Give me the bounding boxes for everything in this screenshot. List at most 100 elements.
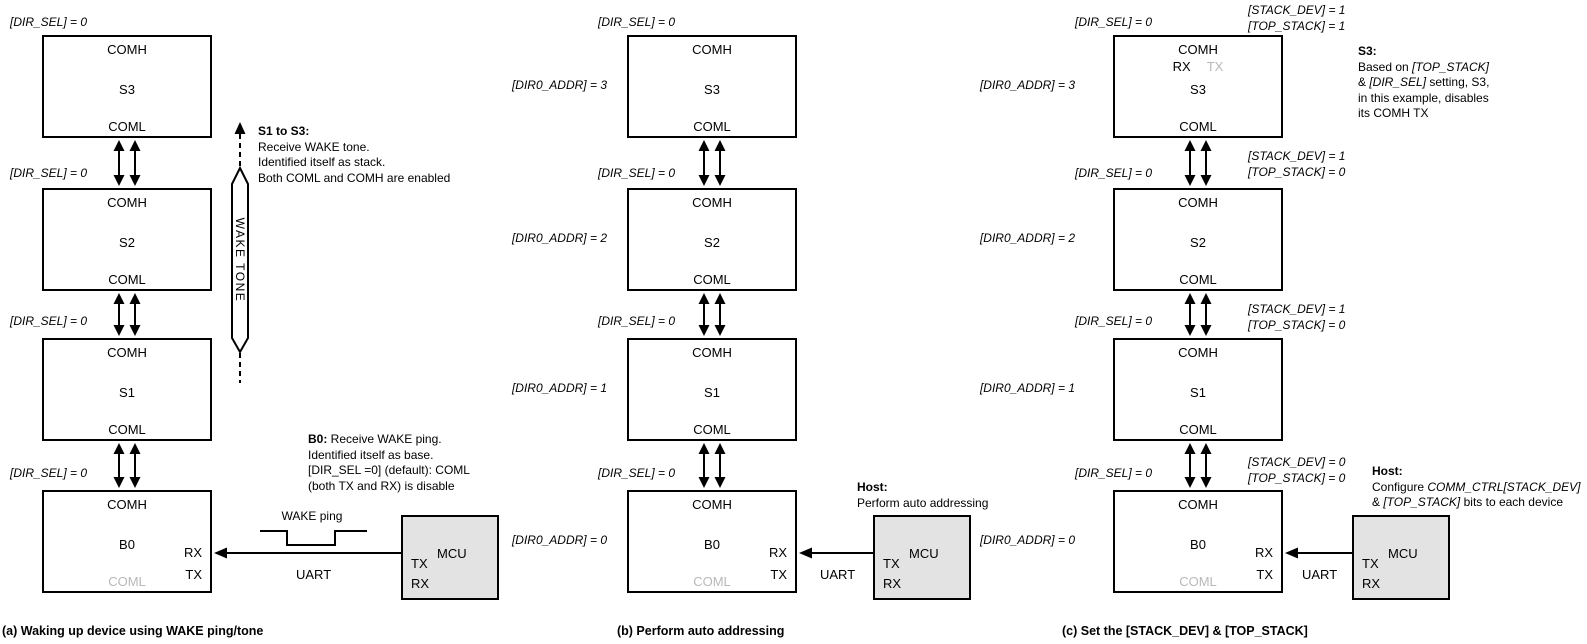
comh-port-label: COMH bbox=[107, 195, 147, 210]
mcu-tx-port-label: TX bbox=[1362, 556, 1379, 571]
note-text: & bbox=[1358, 75, 1370, 89]
device-box-b0: COMH B0 RX TX COML bbox=[42, 490, 212, 593]
mcu-box: MCU TX RX bbox=[1352, 515, 1450, 600]
dir-sel-label: [DIR_SEL] = 0 bbox=[598, 314, 676, 328]
arrowhead-down bbox=[714, 477, 726, 488]
note-text: & bbox=[1372, 495, 1384, 509]
dir0-addr-label: [DIR0_ADDR] = 0 bbox=[511, 533, 607, 547]
comh-port-label: COMH bbox=[692, 345, 732, 360]
arrowhead-down bbox=[698, 325, 710, 336]
stack-dev-top-stack-label: [STACK_DEV] = 1 [TOP_STACK] = 0 bbox=[1248, 148, 1345, 180]
device-name: S1 bbox=[119, 385, 135, 400]
arrowhead-down bbox=[1200, 477, 1212, 488]
device-name: S1 bbox=[1190, 385, 1206, 400]
arrowhead-up bbox=[1184, 140, 1196, 151]
rx-port-label: RX bbox=[1172, 59, 1191, 74]
note-register: COMM_CTRL[STACK_DEV] bbox=[1427, 479, 1581, 494]
note-line: B0: Receive WAKE ping. bbox=[308, 432, 470, 448]
arrowhead-up bbox=[698, 293, 710, 304]
note-line: Both COML and COMH are enabled bbox=[258, 170, 451, 185]
wake-tone-arrowhead-up bbox=[234, 122, 246, 134]
note-lead: B0: bbox=[308, 432, 328, 446]
dir-sel-label: [DIR_SEL] = 0 bbox=[10, 314, 88, 328]
note-line: S1 to S3: bbox=[258, 124, 450, 140]
top-stack-line: [TOP_STACK] = 0 bbox=[1248, 318, 1346, 332]
arrowhead-up bbox=[1200, 443, 1212, 454]
uart-label: UART bbox=[1302, 567, 1338, 582]
arrowhead-down bbox=[714, 175, 726, 186]
dir0-addr-label: [DIR0_ADDR] = 3 bbox=[979, 78, 1075, 92]
tx-port-label: TX bbox=[185, 567, 202, 582]
comh-port-label: COMH bbox=[692, 497, 732, 512]
coml-port-label: COML bbox=[1179, 119, 1217, 134]
coml-port-label-disabled: COML bbox=[1179, 574, 1217, 589]
mcu-tx-port-label: TX bbox=[411, 556, 428, 571]
dir0-addr-label: [DIR0_ADDR] = 3 bbox=[511, 78, 607, 92]
dir-sel-label: [DIR_SEL] = 0 bbox=[598, 466, 676, 480]
comh-port-label: COMH bbox=[1178, 345, 1218, 360]
comh-port-label: COMH bbox=[1178, 195, 1218, 210]
wake-ping-waveform bbox=[260, 530, 367, 546]
stack-dev-line: [STACK_DEV] = 1 bbox=[1248, 302, 1346, 316]
comh-port-label: COMH bbox=[107, 345, 147, 360]
comh-port-label: COMH bbox=[107, 42, 147, 57]
note-text: Receive WAKE ping. bbox=[327, 432, 442, 446]
arrowhead-up bbox=[129, 443, 141, 454]
comh-port-label: COMH bbox=[692, 195, 732, 210]
device-name: S2 bbox=[1190, 235, 1206, 250]
note-register: [TOP_STACK] bbox=[1383, 495, 1461, 509]
dir-sel-label: [DIR_SEL] = 0 bbox=[1075, 15, 1153, 29]
note-line: Identified itself as base. bbox=[308, 447, 434, 462]
note-text: Based on bbox=[1358, 59, 1413, 74]
note-line: Receive WAKE tone. bbox=[258, 139, 370, 154]
host-note: Host: Perform auto addressing bbox=[857, 480, 988, 511]
device-box-s1: COMH S1 COML bbox=[42, 338, 212, 441]
arrowhead-up bbox=[714, 293, 726, 304]
note-line: (both TX and RX) is disable bbox=[308, 478, 455, 493]
arrowhead-up bbox=[1200, 140, 1212, 151]
arrowhead-down bbox=[1200, 325, 1212, 336]
arrowhead-up bbox=[113, 443, 125, 454]
note-line: Host: bbox=[857, 480, 988, 496]
device-name: S2 bbox=[119, 235, 135, 250]
caption-c: (c) Set the [STACK_DEV] & [TOP_STACK] bbox=[1062, 624, 1308, 638]
coml-port-label: COML bbox=[1179, 422, 1217, 437]
note-line: [DIR_SEL =0] (default): COML bbox=[308, 463, 470, 477]
base-device-note: B0: Receive WAKE ping. Identified itself… bbox=[308, 432, 470, 494]
coml-port-label: COML bbox=[108, 422, 146, 437]
coml-port-label: COML bbox=[693, 422, 731, 437]
note-register: [TOP_STACK] bbox=[1412, 59, 1489, 74]
wake-tone-label: WAKE TONE bbox=[233, 218, 247, 303]
comh-port-label: COMH bbox=[1178, 42, 1218, 57]
arrowhead-down bbox=[129, 477, 141, 488]
note-lead: Host: bbox=[857, 480, 888, 494]
coml-port-label: COML bbox=[693, 119, 731, 134]
note-line: in this example, disables bbox=[1358, 90, 1489, 105]
device-name: S1 bbox=[704, 385, 720, 400]
arrowhead-down bbox=[1184, 175, 1196, 186]
coml-port-label: COML bbox=[108, 272, 146, 287]
stack-dev-line: [STACK_DEV] = 0 bbox=[1248, 455, 1346, 469]
tx-port-label-disabled: TX bbox=[1206, 59, 1224, 74]
arrowhead-left bbox=[799, 547, 812, 559]
note-lead: S1 to S3: bbox=[258, 124, 310, 138]
device-name: B0 bbox=[704, 537, 720, 552]
coml-port-label: COML bbox=[693, 272, 731, 287]
device-box-s1: COMH S1 COML bbox=[627, 338, 797, 441]
dir-sel-label: [DIR_SEL] = 0 bbox=[1075, 466, 1153, 480]
stack-dev-line: [STACK_DEV] = 1 bbox=[1248, 149, 1346, 163]
note-lead: Host: bbox=[1372, 464, 1403, 478]
note-line: Configure COMM_CTRL[STACK_DEV] bbox=[1372, 480, 1581, 496]
arrowhead-up bbox=[714, 140, 726, 151]
comh-rxtx-row: RX TX bbox=[1115, 60, 1281, 74]
mcu-label: MCU bbox=[437, 546, 467, 561]
top-stack-line: [TOP_STACK] = 0 bbox=[1248, 165, 1346, 179]
comh-port-label: COMH bbox=[692, 42, 732, 57]
mcu-label: MCU bbox=[909, 546, 939, 561]
tx-port-label: TX bbox=[1256, 567, 1273, 582]
rx-port-label: RX bbox=[183, 545, 202, 560]
arrowhead-down bbox=[129, 325, 141, 336]
dir-sel-label: [DIR_SEL] = 0 bbox=[10, 166, 88, 180]
arrowhead-up bbox=[113, 293, 125, 304]
top-stack-line: [TOP_STACK] = 1 bbox=[1248, 19, 1346, 33]
